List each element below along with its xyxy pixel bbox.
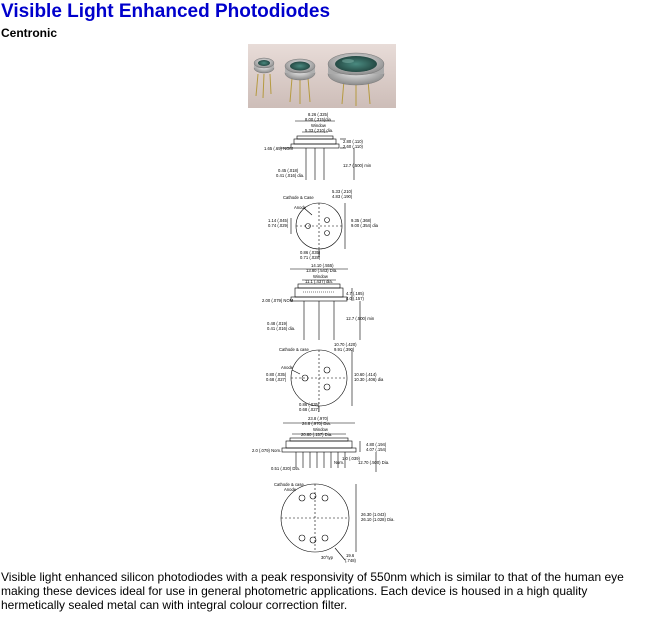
d5-nom: 2.0 (.079) Nom.: [252, 448, 281, 453]
d5-window-label: Window: [313, 427, 329, 432]
d1-height-b: 2.60 (.110): [343, 144, 364, 149]
product-photo: [248, 44, 396, 108]
d2-left-a: 1.14 (.045): [268, 218, 289, 223]
d1-window-dia: 5.33 (.210) dia.: [305, 128, 333, 133]
d6-bottom-a: 19.6: [346, 553, 355, 558]
d3-lead-b: 0.41 (.016) dia.: [267, 326, 295, 331]
d1-lead-a: 0.45 (.018): [278, 168, 299, 173]
d4-left-b: 0.68 (.027): [266, 377, 287, 382]
d4-dim-a: 10.70 (.420): [334, 342, 357, 347]
side-view-drawing-large: [281, 422, 377, 472]
d3-lead-length: 12.7 (.500) min: [346, 316, 375, 321]
d1-nom: 1.65 (.65) NOM: [264, 146, 293, 151]
bottom-view-drawing-medium: [290, 349, 353, 412]
medium-photodiode-image: [284, 58, 316, 104]
d5-nom2b: Nom.: [334, 460, 344, 465]
d5-top-a: 23.8 (.970): [308, 416, 329, 421]
d6-cathode-label: Cathode & case: [274, 482, 304, 487]
d2-dim-a: 5.33 (.210): [332, 189, 353, 194]
side-view-drawing-small: [280, 120, 355, 180]
d3-window-label: Window: [313, 274, 329, 279]
d4-cathode-label: Cathode & case: [279, 347, 309, 352]
d1-height-a: 2.80 (.110): [343, 139, 364, 144]
d6-dia-a: 26.30 (1.043): [361, 512, 387, 517]
d5-nom2: 1.0 (.039): [342, 456, 361, 461]
d2-cathode-label: Cathode & Case: [283, 195, 314, 200]
d3-top-a: 14.10 (.555): [311, 263, 334, 268]
d5-height-a: 4.80 (.194): [366, 442, 387, 447]
d6-dia-b: 26.10 (1.028) Dia.: [361, 517, 395, 522]
d3-lead-a: 0.48 (.019): [267, 321, 288, 326]
d1-dim-b: 8.00 (.315)dia: [305, 117, 332, 122]
large-photodiode-image: [327, 52, 385, 106]
manufacturer-label: Centronic: [1, 26, 58, 40]
d6-bottom-b: (.748): [345, 558, 357, 563]
d6-anode-label: Anode: [284, 487, 297, 492]
d4-anode-label: Anode: [281, 365, 294, 370]
product-description: Visible light enhanced silicon photodiod…: [1, 570, 624, 612]
d3-height-b: 4.0 (.157): [346, 296, 365, 301]
d4-tab-a: 0.86 (.035): [299, 402, 320, 407]
d4-tab-b: 0.68 (.027): [299, 407, 320, 412]
d2-tab-a: 0.86 (.035): [300, 250, 321, 255]
d2-dia-b: 9.00 (.354) dia: [351, 223, 379, 228]
d3-window-dia: 11.1 (.437) dia.: [305, 279, 333, 284]
d4-dia-a: 10.60 (.414): [354, 372, 377, 377]
bottom-view-drawing-large: [280, 483, 357, 561]
d3-nom: 2.00 (.079) NOM: [262, 298, 294, 303]
bottom-view-drawing-small: [290, 202, 346, 257]
d5-lead-a: 0.51 (.020) Dia.: [271, 466, 300, 471]
d2-tab-b: 0.71 (.028): [300, 255, 321, 260]
d1-lead-length: 12.7 (.500) min: [343, 163, 372, 168]
d2-left-b: 0.74 (.029): [268, 223, 289, 228]
small-photodiode-image: [253, 57, 275, 99]
d5-top-b: 24.8 (.970) Dia.: [302, 421, 331, 426]
d1-lead-b: 0.41 (.016) dia.: [276, 173, 304, 178]
d1-dim-a: 8.26 (.325): [308, 112, 329, 117]
d5-window-dia: 20.80 (.157) Dia.: [301, 432, 332, 437]
d5-height-b: 4.07 (.154): [366, 447, 387, 452]
d2-dia-a: 9.35 (.368): [351, 218, 372, 223]
d3-top-b: 13.80 (.543) Dia.: [306, 268, 337, 273]
d6-pitch: 30°typ: [321, 555, 334, 560]
d2-anode-label: Anode: [294, 205, 307, 210]
d3-height-a: 4.7 (.185): [346, 291, 365, 296]
side-view-drawing-medium: [290, 268, 361, 340]
d1-window-label: Window: [311, 123, 327, 128]
d4-dim-b: 9.91 (.390): [334, 347, 355, 352]
d4-dia-b: 10.30 (.406) dia: [354, 377, 384, 382]
d5-lead-length: 12.70 (.500) Dia.: [358, 460, 389, 465]
d4-left-a: 0.80 (.035): [266, 372, 287, 377]
page-title: Visible Light Enhanced Photodiodes: [1, 1, 331, 22]
d2-dim-b: 4.83 (.190): [332, 194, 353, 199]
